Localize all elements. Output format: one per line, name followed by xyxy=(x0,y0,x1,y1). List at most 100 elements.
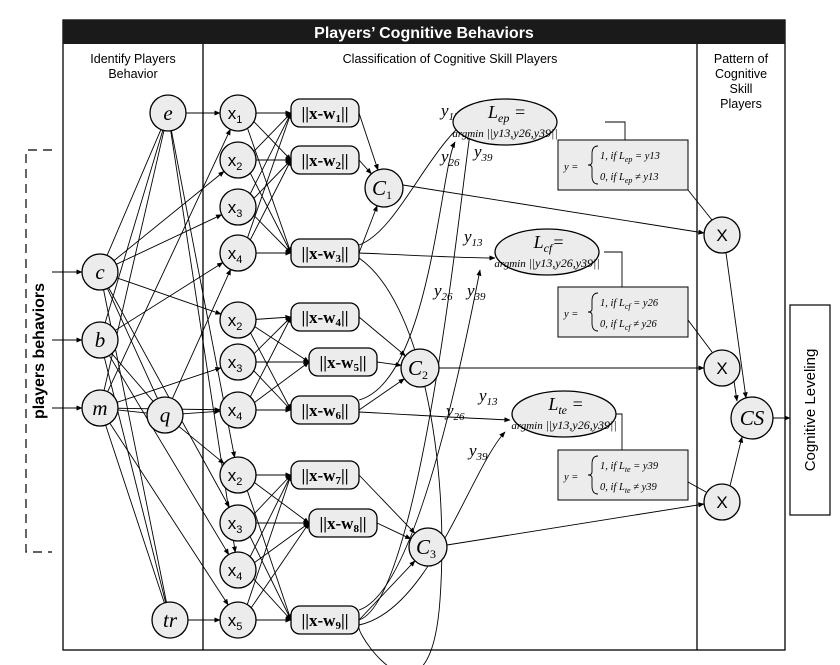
cluster-node: C1 xyxy=(364,168,404,208)
curve-w9-l-ep xyxy=(358,133,472,621)
edge-w-c xyxy=(358,560,416,621)
header-bar xyxy=(63,20,785,44)
feature-node: x2 xyxy=(219,456,257,494)
edge-x2-cs xyxy=(733,380,739,402)
output-label: Cognitive Leveling xyxy=(802,349,819,472)
behavior-node-q: q xyxy=(146,396,184,434)
edge-x-w xyxy=(249,159,292,241)
svg-text:argmin ||y13,y26,y39||: argmin ||y13,y26,y39|| xyxy=(494,256,599,270)
edge-dec2-x2 xyxy=(687,319,713,353)
edge-x-w xyxy=(254,361,310,403)
feature-node: x4 xyxy=(219,551,257,589)
fan-q-b xyxy=(111,353,154,402)
edge-x-w xyxy=(253,474,292,515)
svg-text:X: X xyxy=(716,359,727,378)
fan-q-m xyxy=(117,409,148,414)
svg-text:||x-w5||: ||x-w5|| xyxy=(320,353,367,374)
input-label: players behaviors xyxy=(31,283,48,419)
svg-text:C3: C3 xyxy=(416,535,436,561)
edge-m-x xyxy=(109,422,229,606)
distance-node: ||x-w4|| xyxy=(290,302,360,332)
fan-tr-m xyxy=(105,424,165,604)
edge-m-x xyxy=(116,367,222,403)
svg-text:||x-w8||: ||x-w8|| xyxy=(320,514,367,535)
behavior-node-m: m xyxy=(81,389,119,427)
svg-text:X: X xyxy=(716,493,727,512)
fan-tr-b xyxy=(103,357,167,603)
behavior-node-tr: tr xyxy=(151,601,189,639)
distance-node: ||x-w5|| xyxy=(308,347,378,377)
svg-text:c: c xyxy=(95,260,105,284)
edge-x-w xyxy=(253,370,292,411)
feature-node: x1 xyxy=(219,94,257,132)
section-pattern-line1: Pattern of xyxy=(714,52,769,66)
svg-text:C1: C1 xyxy=(372,176,392,202)
section-identify-line2: Behavior xyxy=(108,67,157,81)
decision-group: Lte =argmin ||y13,y26,y39||y =1, if Lte … xyxy=(511,390,689,501)
svg-text:q: q xyxy=(160,403,171,427)
edge-x-w xyxy=(253,316,292,355)
feature-node: x5 xyxy=(219,601,257,639)
distance-node: ||x-w3|| xyxy=(290,238,360,268)
edge-x-w xyxy=(253,112,292,152)
svg-text:||x-w6||: ||x-w6|| xyxy=(302,401,349,422)
edge-x-w xyxy=(249,316,292,398)
svg-text:x3: x3 xyxy=(228,198,243,220)
edge-x-w xyxy=(249,172,292,254)
svg-text:e: e xyxy=(163,101,172,125)
y39-label-2: y39 xyxy=(465,281,486,303)
fan-e-b xyxy=(104,130,164,323)
curve-w3-l-cf xyxy=(358,252,496,261)
output-box xyxy=(789,304,831,516)
svg-text:||x-w1||: ||x-w1|| xyxy=(302,104,349,125)
edge-b-x xyxy=(114,262,224,331)
edge-w-c xyxy=(358,159,372,175)
edge-x-w xyxy=(255,314,292,320)
edge-w-c xyxy=(358,378,405,411)
section-pattern-line3: Skill xyxy=(730,82,753,96)
edge-c1-x1 xyxy=(402,184,705,235)
svg-text:Lep =: Lep = xyxy=(487,102,526,125)
edge-x-w xyxy=(254,326,310,363)
svg-text:x4: x4 xyxy=(228,244,243,266)
edge-c-x xyxy=(113,170,225,262)
y13-label-2: y13 xyxy=(462,227,483,249)
svg-text:y =: y = xyxy=(563,472,578,483)
svg-text:x4: x4 xyxy=(228,401,243,423)
svg-text:x3: x3 xyxy=(228,514,243,536)
svg-text:argmin ||y13,y26,y39||: argmin ||y13,y26,y39|| xyxy=(511,418,616,432)
svg-text:x5: x5 xyxy=(228,611,243,633)
edge-dec3-x3 xyxy=(687,481,707,493)
distance-node: ||x-w1|| xyxy=(290,98,360,128)
curve-w6-l-ep xyxy=(358,141,456,401)
decision-layer: Lep =argmin ||y13,y26,y39||y =1, if Lep … xyxy=(452,98,689,501)
y26-label-1: y26 xyxy=(439,147,460,169)
edge-x-w xyxy=(253,159,292,199)
edge-x-w xyxy=(249,112,292,194)
edge-w-c xyxy=(376,522,412,540)
section-pattern-line4: Players xyxy=(720,97,762,111)
svg-text:m: m xyxy=(92,396,107,420)
edge-b-x xyxy=(108,355,230,556)
cs-node: CS xyxy=(730,396,774,440)
edge-x-w xyxy=(249,474,292,557)
curve-w6-l-te xyxy=(358,411,511,423)
feature-node: x3 xyxy=(219,504,257,542)
distance-node: ||x-w9|| xyxy=(290,605,360,635)
edge-x-w xyxy=(253,578,292,621)
feature-node: x4 xyxy=(219,391,257,429)
fan-q-c xyxy=(107,288,158,399)
edge-x-w xyxy=(247,128,292,254)
edge-w-c xyxy=(358,205,378,254)
input-bracket xyxy=(25,149,52,553)
svg-text:CS: CS xyxy=(740,406,765,430)
svg-text:0, if Lcf ≠ y26: 0, if Lcf ≠ y26 xyxy=(600,319,658,332)
y39-label-3: y39 xyxy=(467,441,488,463)
svg-text:||x-w2||: ||x-w2|| xyxy=(302,151,349,172)
header-title: Players’ Cognitive Behaviors xyxy=(314,25,534,42)
section-classification: Classification of Cognitive Skill Player… xyxy=(343,52,558,66)
svg-text:0, if Lte ≠ y39: 0, if Lte ≠ y39 xyxy=(600,482,658,495)
svg-text:x1: x1 xyxy=(228,104,243,126)
distance-node: ||x-w6|| xyxy=(290,395,360,425)
